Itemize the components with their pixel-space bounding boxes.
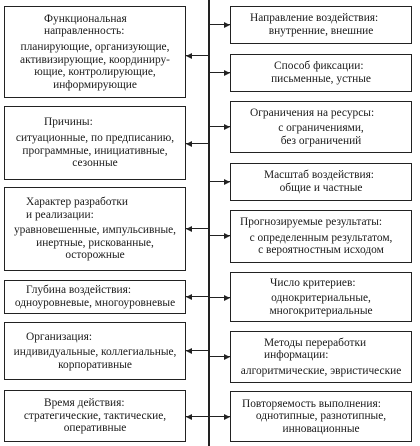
- connector: [209, 235, 230, 237]
- box-body: ситуационные, по предписанию, программны…: [15, 131, 175, 170]
- left-box-organization: Организация: индивидуальные, коллегиальн…: [4, 322, 186, 380]
- arrow-head: [224, 414, 230, 420]
- connector: [209, 24, 230, 26]
- connector: [209, 126, 230, 128]
- arrow-head: [224, 124, 230, 130]
- right-box-scale: Масштаб воздействия: общие и частные: [230, 163, 412, 201]
- box-title: Масштаб воздействия:: [264, 169, 374, 182]
- arrow-head: [186, 226, 192, 232]
- arrow-head: [186, 141, 192, 147]
- connector: [209, 356, 230, 358]
- right-box-fixation: Способ фиксации: письменные, устные: [230, 54, 412, 92]
- connector: [209, 181, 230, 183]
- box-body: общие и частные: [279, 182, 363, 194]
- box-body: стратегические, тактические, оперативные: [23, 409, 167, 435]
- box-body: индивидуальные, коллегиальные, корпорати…: [13, 346, 177, 371]
- box-title: Ограничения на ресурсы:: [250, 106, 375, 119]
- arrow-head: [224, 22, 230, 28]
- arrow-head: [186, 414, 192, 420]
- box-title: Способ фиксации:: [274, 60, 364, 73]
- connector: [186, 55, 208, 57]
- box-body: письменные, устные: [271, 73, 371, 85]
- box-body: однокритериальные, многокритериальные: [269, 292, 373, 317]
- arrow-head: [224, 70, 230, 76]
- box-body: однотипные, разнотипные, инновационные: [255, 410, 387, 435]
- box-title: Причины:: [44, 116, 93, 129]
- connector: [186, 228, 208, 230]
- box-title: Характер разработки и реализации:: [26, 196, 128, 221]
- box-title: Направление воздействия:: [250, 12, 379, 25]
- left-box-reasons: Причины: ситуационные, по предписанию, п…: [4, 106, 186, 180]
- arrow-head: [224, 179, 230, 185]
- box-body: с определенным результатом, с вероятност…: [249, 231, 393, 257]
- arrow-head: [224, 295, 230, 301]
- box-body: внутренние, внешние: [268, 25, 374, 37]
- box-body: алгоритмические, эвристические: [240, 364, 402, 377]
- box-body: с ограничениями, без ограничений: [278, 122, 364, 147]
- arrow-head: [186, 348, 192, 354]
- left-box-character: Характер разработки и реализации: уравно…: [4, 187, 186, 271]
- right-box-resources: Ограничения на ресурсы: с ограничениями,…: [230, 101, 412, 153]
- connector: [209, 416, 230, 418]
- left-box-time: Время действия: стратегические, тактичес…: [4, 390, 186, 442]
- arrow-head: [224, 354, 230, 360]
- box-title: Число критериев:: [270, 276, 356, 289]
- box-title: Организация:: [26, 330, 92, 343]
- connector: [186, 416, 208, 418]
- box-title: Функциональная направленность:: [44, 12, 127, 38]
- central-trunk-line: [208, 0, 210, 446]
- box-body: одноуровневые, многоуровневые: [14, 297, 176, 309]
- box-body: планирующие, организующие, активизирующи…: [20, 40, 170, 91]
- right-box-repeatability: Повторяемость выполнения: однотипные, ра…: [230, 391, 412, 442]
- box-title: Методы переработки информации:: [264, 336, 367, 362]
- box-title: Прогнозируемые результаты:: [240, 216, 383, 229]
- arrow-head: [186, 294, 192, 300]
- connector: [186, 296, 208, 298]
- connector: [186, 143, 208, 145]
- connector: [186, 350, 208, 352]
- connector: [209, 72, 230, 74]
- box-body: уравновешенные, импульсивные, инертные, …: [13, 224, 177, 262]
- right-box-criteria: Число критериев: однокритериальные, мног…: [230, 272, 412, 322]
- arrow-head: [186, 53, 192, 59]
- box-title: Повторяемость выполнения:: [242, 397, 381, 410]
- connector: [209, 297, 230, 299]
- box-title: Глубина воздействия:: [26, 284, 131, 297]
- arrow-head: [224, 233, 230, 239]
- box-title: Время действия:: [44, 397, 125, 410]
- right-box-methods: Методы переработки информации: алгоритми…: [230, 331, 412, 383]
- right-box-results: Прогнозируемые результаты: с определенны…: [230, 210, 412, 263]
- left-box-depth: Глубина воздействия: одноуровневые, мног…: [4, 280, 186, 314]
- left-box-functional: Функциональная направленность: планирующ…: [4, 6, 186, 98]
- right-box-direction: Направление воздействия: внутренние, вне…: [230, 6, 412, 44]
